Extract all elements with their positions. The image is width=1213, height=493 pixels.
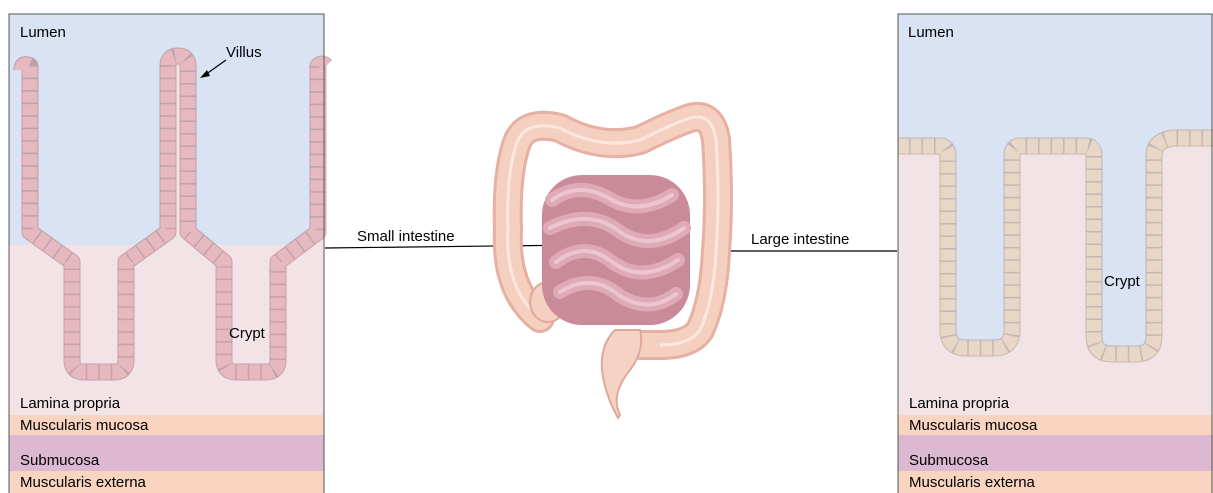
- small-lumen-label: Lumen: [20, 24, 66, 41]
- large-layer-muscularis-mucosa: Muscularis mucosa: [909, 417, 1038, 434]
- small-intestine-panel: Lumen Villus Crypt Lamina propria Muscul…: [9, 14, 326, 493]
- large-layer-lamina-propria: Lamina propria: [909, 395, 1010, 412]
- small-crypt-label: Crypt: [229, 325, 266, 342]
- large-layer-submucosa: Submucosa: [909, 452, 989, 469]
- small-intestine-label: Small intestine: [357, 228, 455, 245]
- intestines-illustration: Small intestine Large intestine: [325, 117, 897, 418]
- large-intestine-panel: Lumen Crypt Lamina propria Muscularis mu…: [898, 14, 1213, 493]
- rectum: [602, 330, 641, 418]
- villus-label: Villus: [226, 44, 262, 61]
- large-lumen-label: Lumen: [908, 24, 954, 41]
- large-layer-muscularis-externa: Muscularis externa: [909, 474, 1036, 491]
- large-crypt-label: Crypt: [1104, 273, 1141, 290]
- small-layer-submucosa: Submucosa: [20, 452, 100, 469]
- small-layer-muscularis-mucosa: Muscularis mucosa: [20, 417, 149, 434]
- small-intestine-connector: [325, 245, 580, 248]
- small-layer-muscularis-externa: Muscularis externa: [20, 474, 147, 491]
- large-intestine-label: Large intestine: [751, 231, 849, 248]
- small-layer-lamina-propria: Lamina propria: [20, 395, 121, 412]
